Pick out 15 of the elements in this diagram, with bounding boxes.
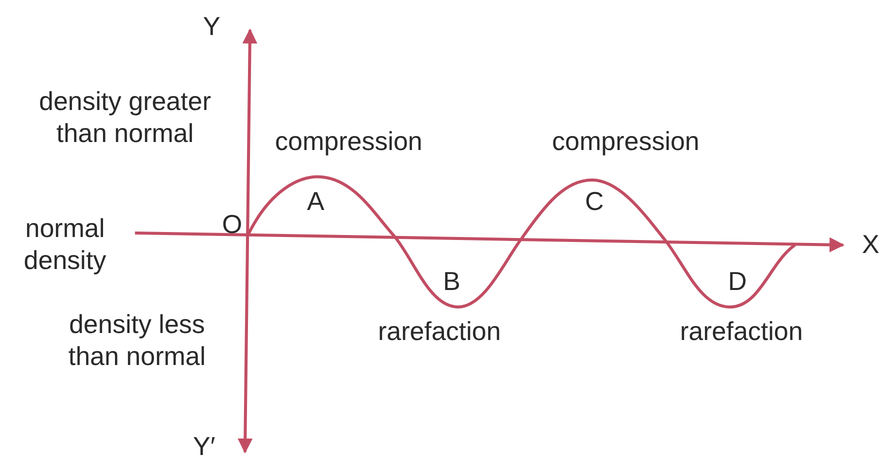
region-label: density less than normal xyxy=(67,308,207,372)
point-label: A xyxy=(307,185,324,217)
region-label: rarefaction xyxy=(378,315,501,347)
region-label: density greater than normal xyxy=(38,85,212,149)
axis-label: Y′ xyxy=(193,430,216,459)
point-label: C xyxy=(585,185,604,217)
point-label: B xyxy=(443,265,460,297)
region-label: compression xyxy=(552,125,700,157)
point-label: D xyxy=(728,265,747,297)
axis-label: Y xyxy=(203,10,220,42)
origin-label: O xyxy=(222,208,242,240)
region-label: compression xyxy=(275,125,422,157)
region-label: normal density xyxy=(22,212,108,276)
axis-label: X xyxy=(862,228,880,260)
region-label: rarefaction xyxy=(680,315,803,347)
